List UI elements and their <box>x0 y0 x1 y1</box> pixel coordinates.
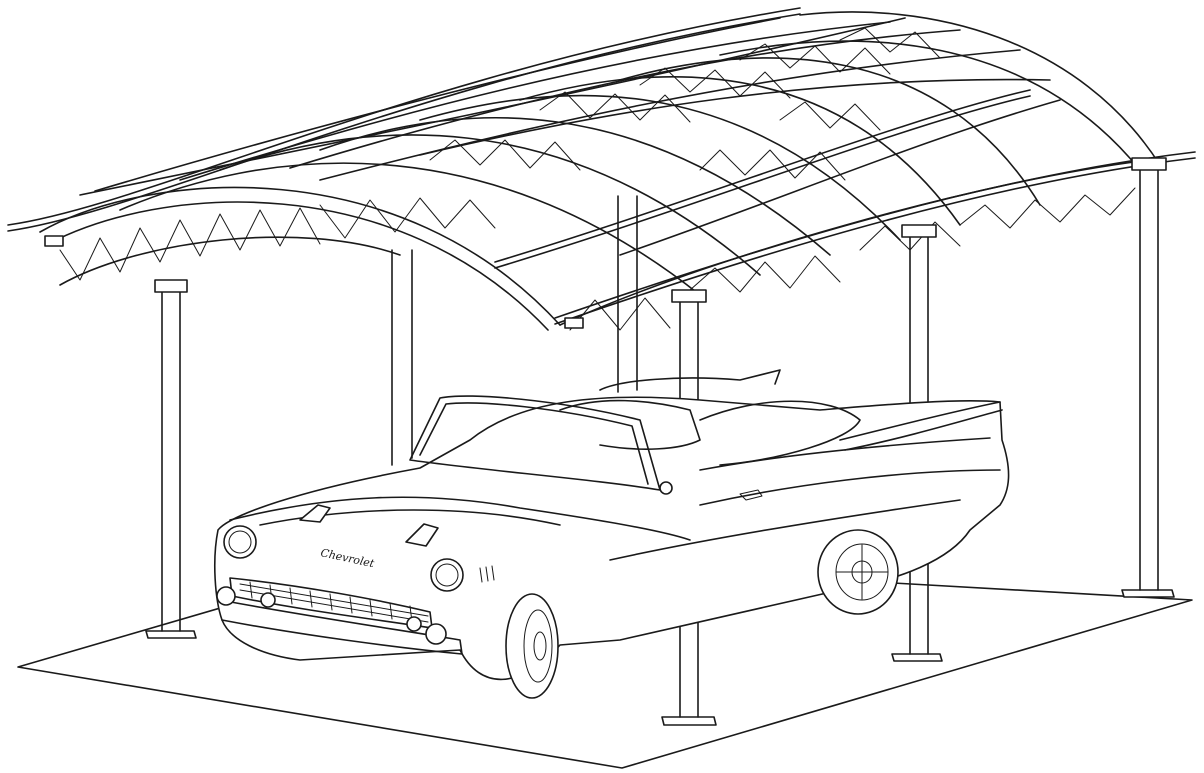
car-headlights <box>223 525 464 592</box>
column-head-brackets <box>44 157 1167 329</box>
roof-purlins <box>7 7 1196 325</box>
column-base-plates <box>145 589 1175 726</box>
classic-convertible-car: Chevrolet <box>214 369 1010 699</box>
car-windshield <box>409 395 661 491</box>
front-arched-rafter <box>39 159 1151 331</box>
car-front-wheel <box>505 593 559 699</box>
roof-arch-rafters <box>119 11 1161 296</box>
truss-web-lattice <box>59 27 1136 331</box>
car-rear-wheel <box>817 529 899 615</box>
